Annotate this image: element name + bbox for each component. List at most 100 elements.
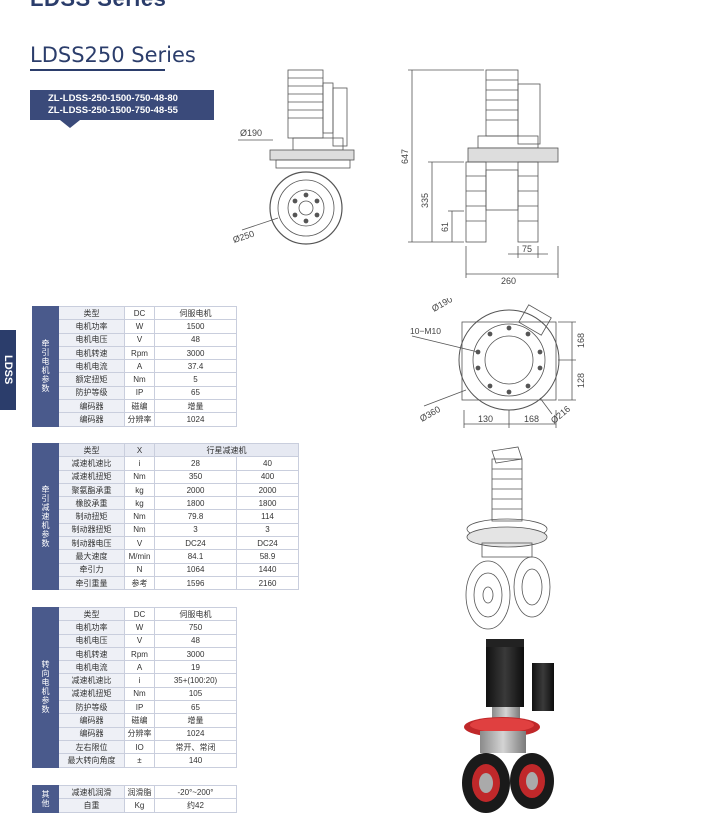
param-value: 350 bbox=[154, 469, 237, 484]
param-value: 3000 bbox=[154, 345, 237, 361]
param-value-alt: 1440 bbox=[236, 562, 299, 577]
param-unit: N bbox=[124, 562, 155, 577]
param-value: 48 bbox=[154, 633, 237, 648]
category-label: 其他 bbox=[32, 785, 59, 813]
param-value: 65 bbox=[154, 385, 237, 401]
param-value-alt: DC24 bbox=[236, 536, 299, 551]
header-name: 类型 bbox=[58, 442, 125, 458]
param-value: 伺服电机 bbox=[154, 606, 237, 622]
param-name: 防护等级 bbox=[58, 385, 125, 401]
param-unit: Nm bbox=[124, 686, 155, 702]
dim-top-h128: 128 bbox=[576, 373, 586, 388]
param-name: 电机功率 bbox=[58, 620, 125, 635]
product-render bbox=[462, 639, 554, 813]
param-name: 聚氨酯承重 bbox=[58, 482, 125, 498]
param-value: 28 bbox=[154, 456, 237, 471]
param-value: 48 bbox=[154, 332, 237, 347]
param-value: 常开、常闭 bbox=[154, 739, 237, 755]
param-name: 额定扭矩 bbox=[58, 372, 125, 387]
side-view-drawing: 647 335 61 75 260 bbox=[400, 69, 559, 286]
param-value-alt: 3 bbox=[236, 522, 299, 538]
param-unit: W bbox=[124, 620, 155, 635]
param-value: 2000 bbox=[154, 482, 237, 498]
param-name: 电机电压 bbox=[58, 633, 125, 648]
param-unit: i bbox=[124, 673, 155, 688]
param-value: 3 bbox=[154, 522, 237, 538]
param-value: 750 bbox=[154, 620, 237, 635]
param-value: 增量 bbox=[154, 713, 237, 728]
param-unit: 润滑脂 bbox=[124, 784, 155, 800]
param-unit: V bbox=[124, 633, 155, 648]
dim-width-260: 260 bbox=[501, 276, 516, 286]
table-row: 编码器磁编增量 bbox=[33, 399, 237, 414]
param-value: DC24 bbox=[154, 536, 237, 551]
param-name: 制动器扭矩 bbox=[58, 522, 125, 538]
table-row: 其他减速机润滑润滑脂-20°~200° bbox=[32, 784, 237, 813]
dim-height-61: 61 bbox=[440, 222, 450, 232]
param-unit: 分辨率 bbox=[124, 412, 155, 427]
param-name: 防护等级 bbox=[58, 700, 125, 715]
param-unit: ± bbox=[124, 753, 155, 768]
param-value-alt: 2000 bbox=[236, 482, 299, 498]
param-unit: A bbox=[124, 359, 155, 374]
param-unit: DC bbox=[124, 606, 155, 622]
dim-top-d216: Ø216 bbox=[549, 404, 572, 426]
param-value: 65 bbox=[154, 700, 237, 715]
param-unit: W bbox=[124, 319, 155, 334]
param-value: 增量 bbox=[154, 399, 237, 414]
param-name: 制动器电压 bbox=[58, 536, 125, 551]
param-name: 类型 bbox=[58, 305, 125, 321]
param-unit: 磁编 bbox=[124, 399, 155, 414]
param-value-alt: 1800 bbox=[236, 496, 299, 511]
dim-top-d360: Ø360 bbox=[418, 404, 442, 424]
category-label: 转向电机参数 bbox=[32, 607, 59, 768]
param-name: 左右限位 bbox=[58, 739, 125, 755]
param-unit: Rpm bbox=[124, 345, 155, 361]
param-unit: A bbox=[124, 660, 155, 675]
param-unit: Nm bbox=[124, 509, 155, 524]
param-value: 105 bbox=[154, 686, 237, 702]
param-name: 类型 bbox=[58, 606, 125, 622]
header-value: 行星减速机 bbox=[154, 442, 299, 458]
param-name: 最大速度 bbox=[58, 549, 125, 564]
param-value: 1024 bbox=[154, 412, 237, 427]
param-value: 1024 bbox=[154, 726, 237, 741]
param-value: 79.8 bbox=[154, 509, 237, 524]
model-banner: ZL-LDSS-250-1500-750-48-80 ZL-LDSS-250-1… bbox=[30, 90, 214, 128]
dim-motor-dia: Ø190 bbox=[240, 128, 262, 138]
param-name: 橡胶承重 bbox=[58, 496, 125, 511]
param-name: 减速机润滑 bbox=[58, 784, 125, 800]
param-unit: M/min bbox=[124, 549, 155, 564]
param-value: 5 bbox=[154, 372, 237, 387]
dim-top-w130: 130 bbox=[478, 414, 493, 424]
param-value: 1500 bbox=[154, 319, 237, 334]
param-unit: kg bbox=[124, 482, 155, 498]
param-name: 编码器 bbox=[58, 399, 125, 414]
param-name: 电机转速 bbox=[58, 345, 125, 361]
param-value-alt: 40 bbox=[236, 456, 299, 471]
table-row: 编码器磁编增量 bbox=[33, 713, 237, 728]
banner-notch bbox=[60, 120, 80, 128]
table-row: 最大转向角度±140 bbox=[33, 753, 237, 768]
param-value: 37.4 bbox=[154, 359, 237, 374]
top-view-drawing: Ø190 10−M10 Ø360 Ø216 168 128 130 168 bbox=[410, 298, 586, 428]
param-value-alt: 400 bbox=[236, 469, 299, 484]
param-unit: i bbox=[124, 456, 155, 471]
